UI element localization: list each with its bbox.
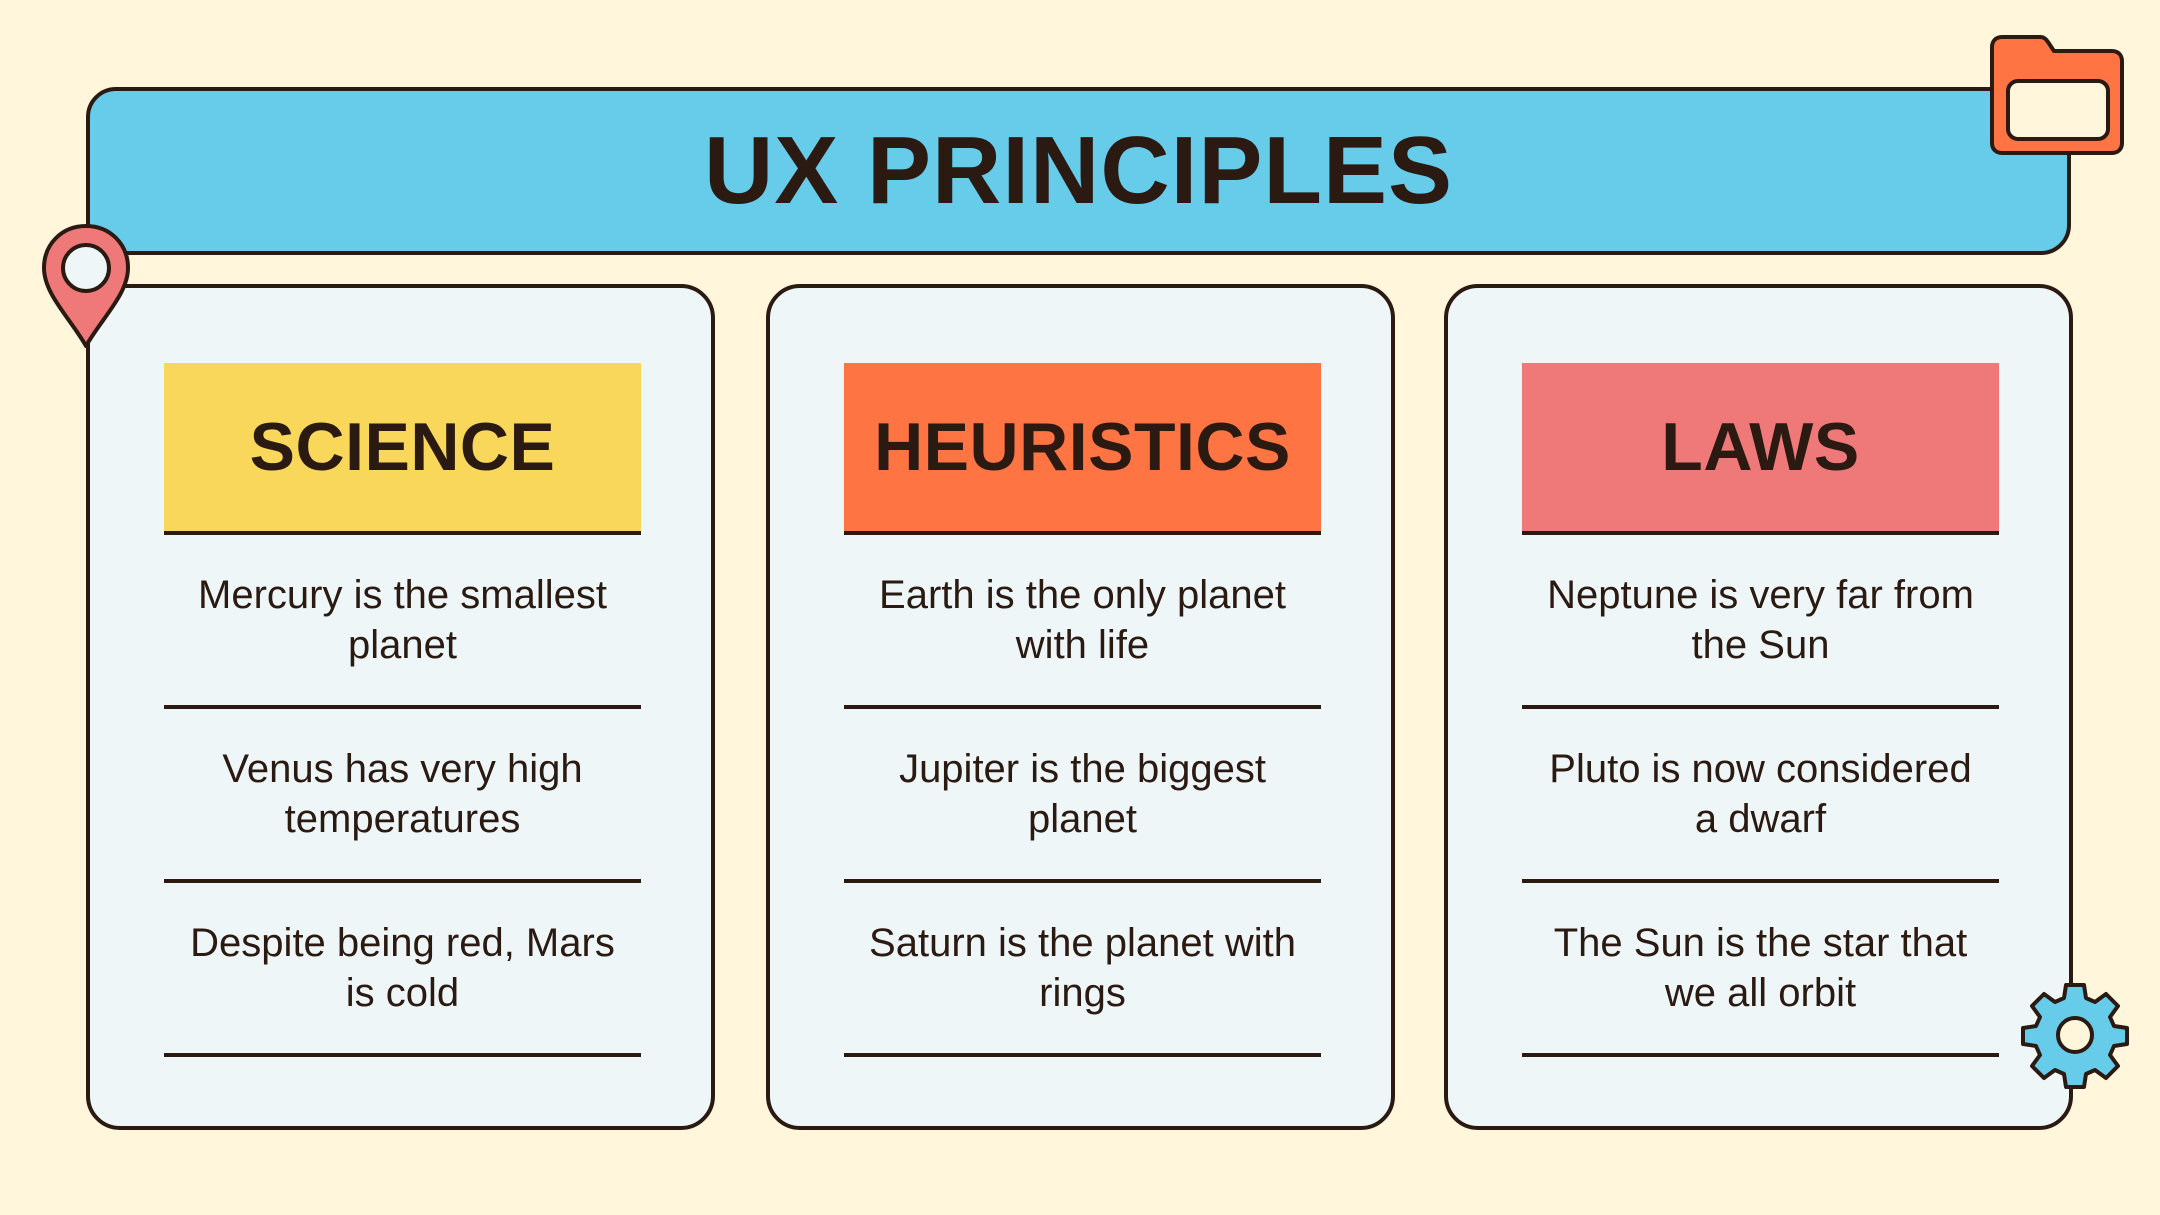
- list-item-text: Despite being red, Mars is cold: [190, 921, 615, 1015]
- list-item-text: Pluto is now considered a dwarf: [1549, 747, 1972, 841]
- list-item: Pluto is now considered a dwarf: [1522, 709, 1999, 883]
- card-header-heuristics: HEURISTICS: [844, 363, 1321, 535]
- card-science: SCIENCE Mercury is the smallest planet V…: [86, 284, 715, 1130]
- card-header-label: LAWS: [1661, 409, 1860, 485]
- card-header-laws: LAWS: [1522, 363, 1999, 535]
- list-item-text: Mercury is the smallest planet: [198, 573, 607, 667]
- list-item-text: Venus has very high temperatures: [222, 747, 583, 841]
- list-item: Jupiter is the biggest planet: [844, 709, 1321, 883]
- list-item-text: Saturn is the planet with rings: [869, 921, 1296, 1015]
- list-item: The Sun is the star that we all orbit: [1522, 883, 1999, 1057]
- list-item: Venus has very high temperatures: [164, 709, 641, 883]
- list-item: Saturn is the planet with rings: [844, 883, 1321, 1057]
- gear-icon: [2021, 983, 2129, 1089]
- card-header-label: SCIENCE: [249, 409, 556, 485]
- list-item-text: Neptune is very far from the Sun: [1547, 573, 1974, 667]
- list-item-text: The Sun is the star that we all orbit: [1553, 921, 1968, 1015]
- folder-icon: [1990, 35, 2124, 155]
- card-header-science: SCIENCE: [164, 363, 641, 535]
- list-item: Earth is the only planet with life: [844, 535, 1321, 709]
- list-item: Neptune is very far from the Sun: [1522, 535, 1999, 709]
- list-item: Despite being red, Mars is cold: [164, 883, 641, 1057]
- card-header-label: HEURISTICS: [874, 409, 1291, 485]
- list-item: Mercury is the smallest planet: [164, 535, 641, 709]
- list-item-text: Jupiter is the biggest planet: [899, 747, 1266, 841]
- card-heuristics: HEURISTICS Earth is the only planet with…: [766, 284, 1395, 1130]
- title-banner: UX PRINCIPLES: [86, 87, 2071, 255]
- card-laws: LAWS Neptune is very far from the Sun Pl…: [1444, 284, 2073, 1130]
- location-pin-icon: [42, 224, 130, 348]
- page-title: UX PRINCIPLES: [703, 117, 1454, 224]
- list-item-text: Earth is the only planet with life: [879, 573, 1286, 667]
